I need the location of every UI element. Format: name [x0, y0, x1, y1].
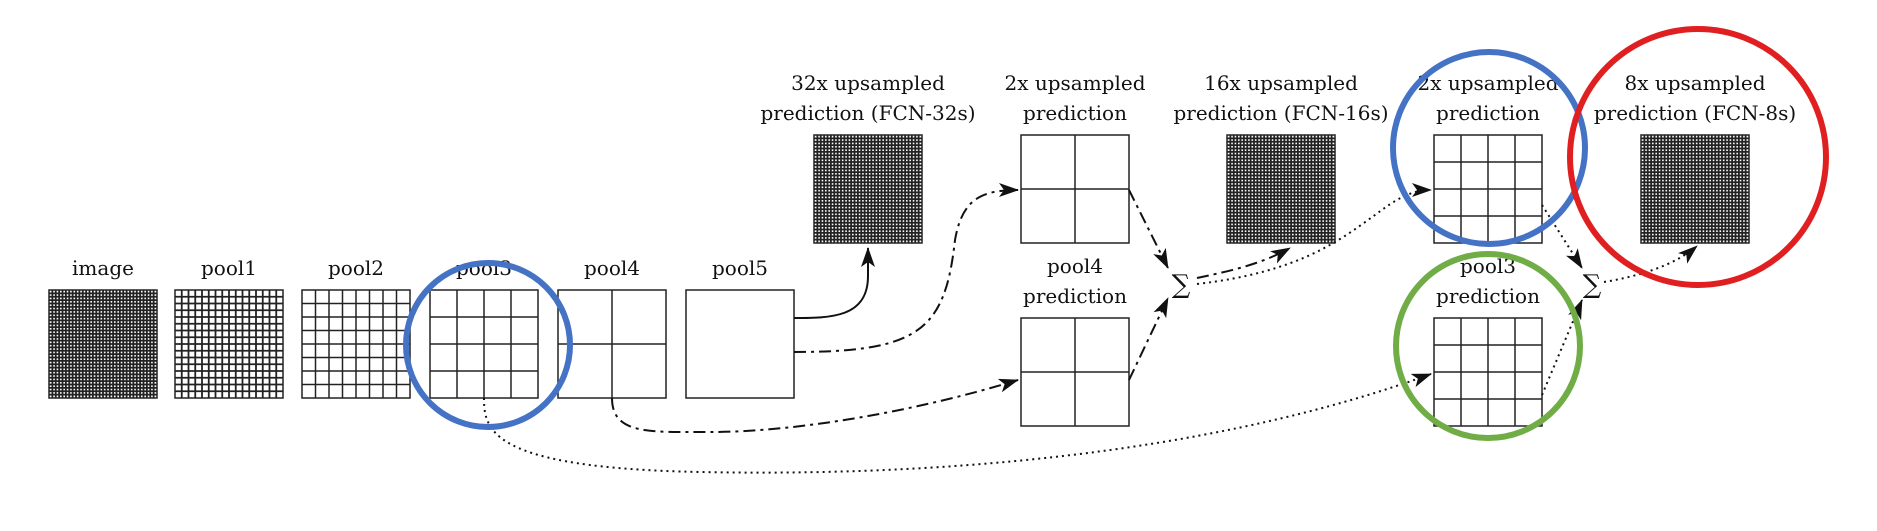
- label-up2b-line2: prediction: [1436, 101, 1540, 125]
- grid-pool2: [301, 289, 411, 399]
- grid-pool4: [557, 289, 667, 399]
- label-fcn8-line2: prediction (FCN-8s): [1594, 101, 1796, 125]
- sum-node-1: ∑: [1172, 270, 1191, 300]
- arrow-pool5-to-fcn32: [793, 247, 875, 319]
- label-pool4pred-line1: pool4: [1047, 254, 1103, 278]
- label-pool5: pool5: [712, 256, 768, 280]
- arrow-sum2-to-fcn8: [1603, 245, 1698, 283]
- arrow-pool5-to-up2a: [793, 183, 1019, 353]
- label-up2a-line2: prediction: [1023, 101, 1127, 125]
- grid-image: [48, 289, 158, 399]
- grid-2x-upsampled-prediction-a: [1020, 134, 1130, 244]
- label-pool2: pool2: [328, 256, 384, 280]
- label-pool4: pool4: [584, 256, 640, 280]
- label-fcn32-line1: 32x upsampled: [791, 71, 945, 95]
- highlight-circle-pool3: [403, 260, 573, 430]
- highlight-circle-fcn8: [1567, 26, 1829, 288]
- grid-fcn16-prediction: [1226, 134, 1336, 244]
- grid-2x-upsampled-prediction-b: [1433, 134, 1543, 244]
- label-pool3pred-line2: prediction: [1436, 284, 1540, 308]
- label-pool1: pool1: [201, 256, 257, 280]
- sum-node-2: ∑: [1583, 270, 1602, 300]
- label-fcn16-line2: prediction (FCN-16s): [1173, 101, 1388, 125]
- label-fcn8-line1: 8x upsampled: [1624, 71, 1765, 95]
- grid-pool4-prediction: [1020, 317, 1130, 427]
- grid-fcn32-prediction: [813, 134, 923, 244]
- grid-pool5: [685, 289, 795, 399]
- arrow-up2b-to-sum2: [1541, 204, 1583, 269]
- label-up2a-line1: 2x upsampled: [1004, 71, 1145, 95]
- grid-pool1: [174, 289, 284, 399]
- arrow-pool4-to-pool4pred: [611, 378, 1019, 434]
- grid-fcn8-prediction: [1640, 134, 1750, 244]
- arrow-sum1-to-up2b: [1196, 183, 1432, 285]
- arrow-up2a-to-sum1: [1128, 189, 1169, 269]
- label-pool4pred-line2: prediction: [1023, 284, 1127, 308]
- highlight-circle-up2b: [1390, 49, 1588, 247]
- label-fcn32-line2: prediction (FCN-32s): [760, 101, 975, 125]
- arrow-pool4pred-to-sum1: [1128, 297, 1169, 381]
- grid-pool3-prediction: [1433, 317, 1543, 427]
- grid-pool3: [429, 289, 539, 399]
- label-image: image: [72, 256, 134, 280]
- highlight-circle-pool3-prediction: [1393, 251, 1583, 441]
- label-fcn16-line1: 16x upsampled: [1204, 71, 1358, 95]
- label-up2b-line1: 2x upsampled: [1417, 71, 1558, 95]
- arrow-sum1-to-fcn16: [1196, 247, 1291, 279]
